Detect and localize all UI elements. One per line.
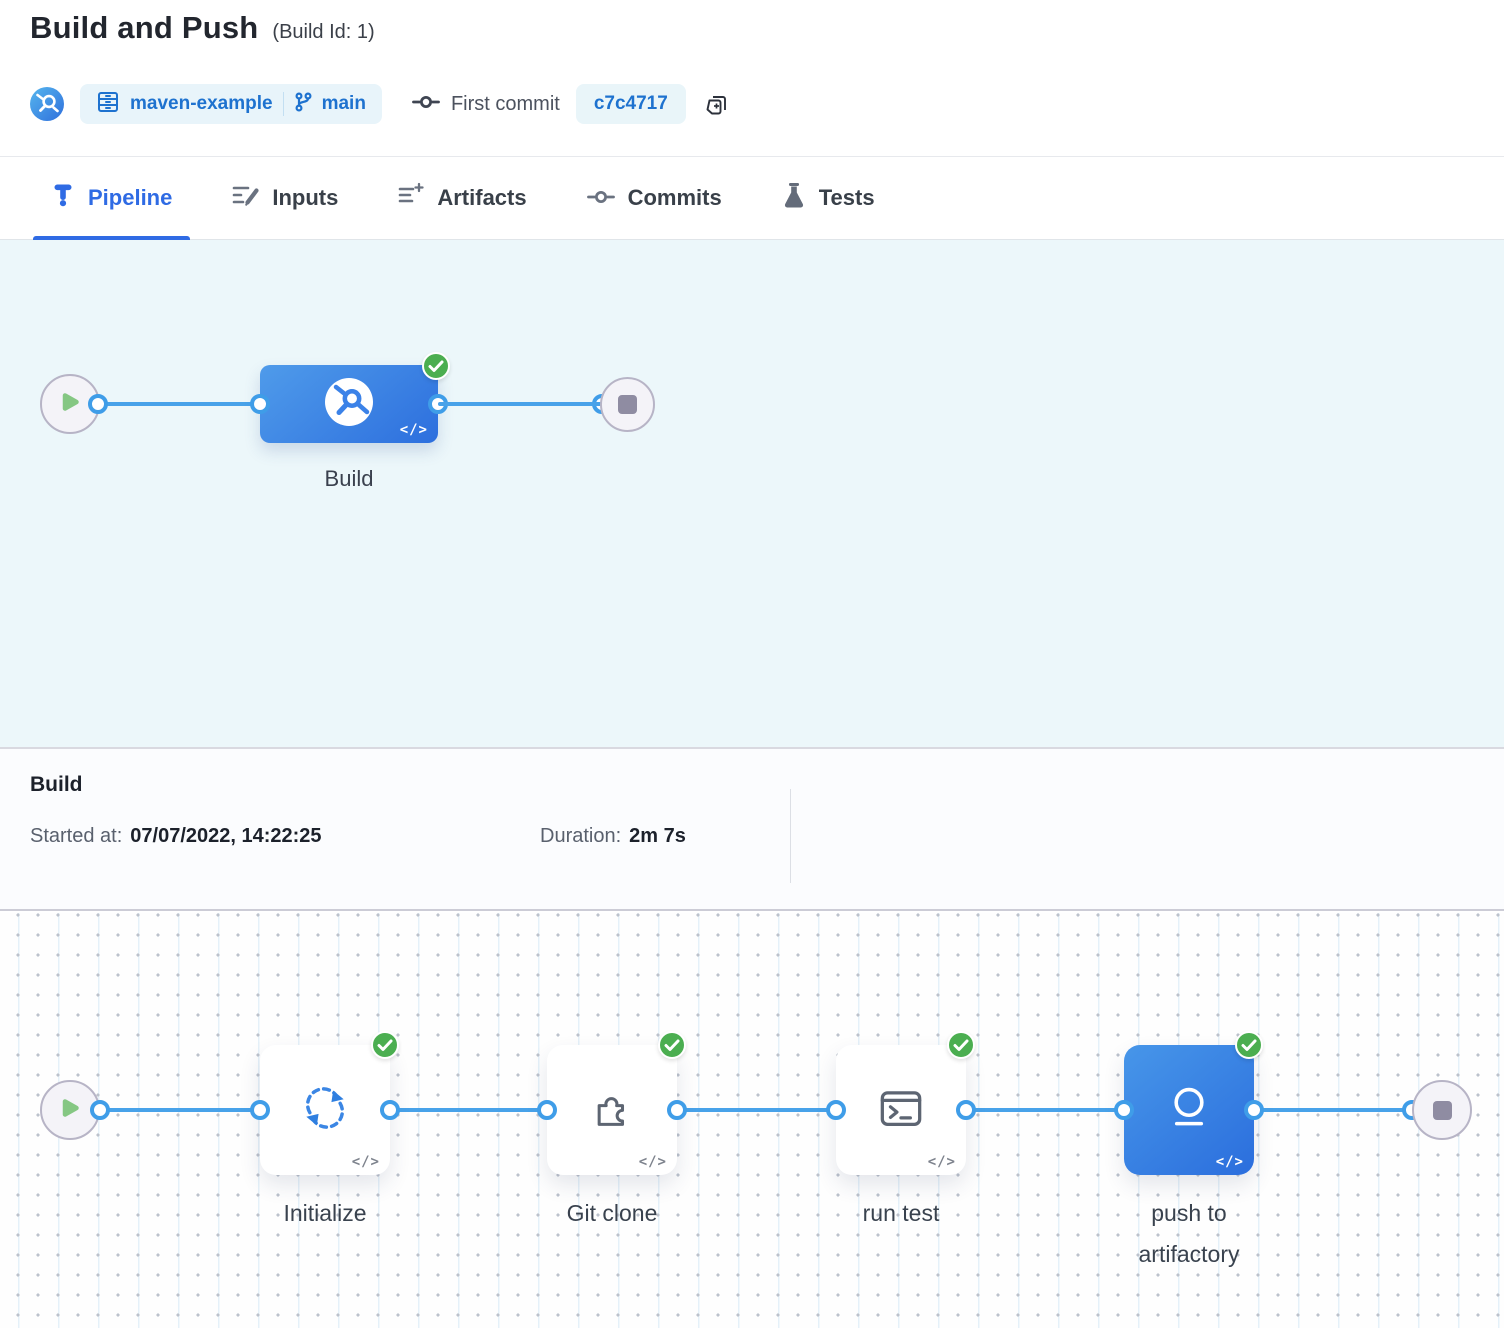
detail-info-row: Started at: 07/07/2022, 14:22:25	[30, 825, 322, 848]
edge	[390, 1108, 547, 1112]
ci-build-icon	[323, 376, 375, 433]
port-dot	[1114, 1100, 1134, 1120]
chip-divider	[282, 92, 284, 116]
tab-label: Inputs	[272, 185, 339, 210]
copy-commit-button[interactable]	[704, 90, 731, 119]
commits-icon	[586, 185, 615, 211]
tab-commits[interactable]: Commits	[583, 157, 726, 239]
port-dot	[956, 1100, 976, 1120]
step-card-run-test[interactable]: </>	[836, 1045, 966, 1175]
step-success-badge	[658, 1031, 686, 1059]
step-success-badge	[1235, 1031, 1263, 1059]
tab-label: Pipeline	[88, 185, 173, 210]
code-glyph: </>	[1215, 1154, 1244, 1170]
step-success-badge	[371, 1031, 399, 1059]
detail-divider	[790, 789, 791, 883]
stop-icon	[1432, 1100, 1452, 1120]
tab-label: Commits	[627, 185, 722, 210]
step-success-badge	[947, 1031, 975, 1059]
branch-icon	[294, 91, 312, 117]
commit-hash: c7c4717	[593, 93, 668, 114]
terminal-icon	[873, 1080, 929, 1141]
stage-graph-canvas: </> Build	[0, 240, 1504, 747]
edge	[1254, 1108, 1412, 1112]
puzzle-icon	[584, 1080, 640, 1141]
stage-success-badge	[422, 352, 450, 380]
tab-label: Artifacts	[437, 185, 527, 210]
step-label: Initialize	[283, 1200, 367, 1226]
play-icon	[58, 1096, 82, 1125]
tab-bar: Pipeline Inputs Artifacts	[0, 156, 1504, 240]
edge-start-to-stage	[98, 402, 260, 406]
tab-pipeline[interactable]: Pipeline	[33, 157, 191, 240]
port-dot	[826, 1100, 846, 1120]
repo-branch-chip[interactable]: maven-example main	[80, 84, 382, 124]
push-upload-icon	[1160, 1079, 1218, 1142]
step-card-push-to-artifactory[interactable]: </>	[1124, 1045, 1254, 1175]
tests-flask-icon	[782, 182, 806, 215]
port-dot	[250, 1100, 270, 1120]
duration-group: Duration: 2m 7s	[540, 825, 686, 848]
step-graph-canvas: </> </>	[0, 913, 1504, 1328]
repo-name: maven-example	[130, 93, 273, 114]
started-at-value: 07/07/2022, 14:22:25	[130, 825, 322, 847]
code-glyph: </>	[399, 422, 428, 438]
title-row: Build and Push (Build Id: 1)	[30, 10, 375, 46]
commit-message: First commit	[450, 92, 560, 115]
page-title: Build and Push	[30, 10, 259, 45]
code-glyph: </>	[638, 1154, 667, 1170]
detail-stage-title: Build	[30, 773, 83, 796]
artifacts-icon	[398, 182, 425, 214]
port-dot	[90, 1100, 110, 1120]
step-label: Git clone	[566, 1200, 658, 1226]
commit-hash-chip[interactable]: c7c4717	[575, 84, 686, 124]
edge	[677, 1108, 836, 1112]
build-id: (Build Id: 1)	[272, 21, 375, 43]
sync-icon	[297, 1080, 353, 1141]
tab-inputs[interactable]: Inputs	[228, 157, 342, 239]
ci-module-icon	[30, 87, 64, 121]
edge-stage-to-end	[438, 402, 602, 406]
port-dot	[537, 1100, 557, 1120]
active-tab-underline	[33, 236, 191, 240]
commit-message-group: First commit	[412, 93, 560, 116]
pipeline-icon	[51, 182, 75, 214]
commit-icon	[412, 94, 440, 115]
tab-artifacts[interactable]: Artifacts	[394, 157, 530, 239]
header: Build and Push (Build Id: 1)	[0, 0, 1504, 156]
edge	[100, 1108, 260, 1112]
stage-node-build[interactable]: </>	[260, 365, 438, 443]
step-label: run test	[862, 1200, 940, 1226]
port-dot	[380, 1100, 400, 1120]
port-dot	[250, 394, 270, 414]
pipeline-end-node	[600, 377, 655, 432]
port-dot	[88, 394, 108, 414]
duration-label: Duration:	[540, 825, 622, 847]
code-glyph: </>	[927, 1154, 956, 1170]
steps-end-node	[1412, 1080, 1472, 1140]
edge	[966, 1108, 1124, 1112]
started-at-label: Started at:	[30, 825, 123, 847]
inputs-icon	[232, 182, 259, 214]
step-label: push to artifactory	[1138, 1200, 1240, 1268]
build-meta-row: maven-example main	[30, 84, 731, 124]
tab-tests[interactable]: Tests	[778, 157, 879, 239]
port-dot	[1244, 1100, 1264, 1120]
stage-label: Build	[324, 466, 374, 491]
port-dot	[667, 1100, 687, 1120]
code-glyph: </>	[351, 1154, 380, 1170]
play-icon	[58, 390, 82, 419]
step-card-git-clone[interactable]: </>	[547, 1045, 677, 1175]
tab-label: Tests	[818, 185, 875, 210]
step-card-initialize[interactable]: </>	[260, 1045, 390, 1175]
repository-icon	[96, 90, 120, 119]
stage-detail-panel: Build Started at: 07/07/2022, 14:22:25 D…	[0, 747, 1504, 911]
duration-value: 2m 7s	[629, 825, 686, 847]
branch-name: main	[321, 93, 366, 114]
stop-icon	[618, 395, 637, 414]
